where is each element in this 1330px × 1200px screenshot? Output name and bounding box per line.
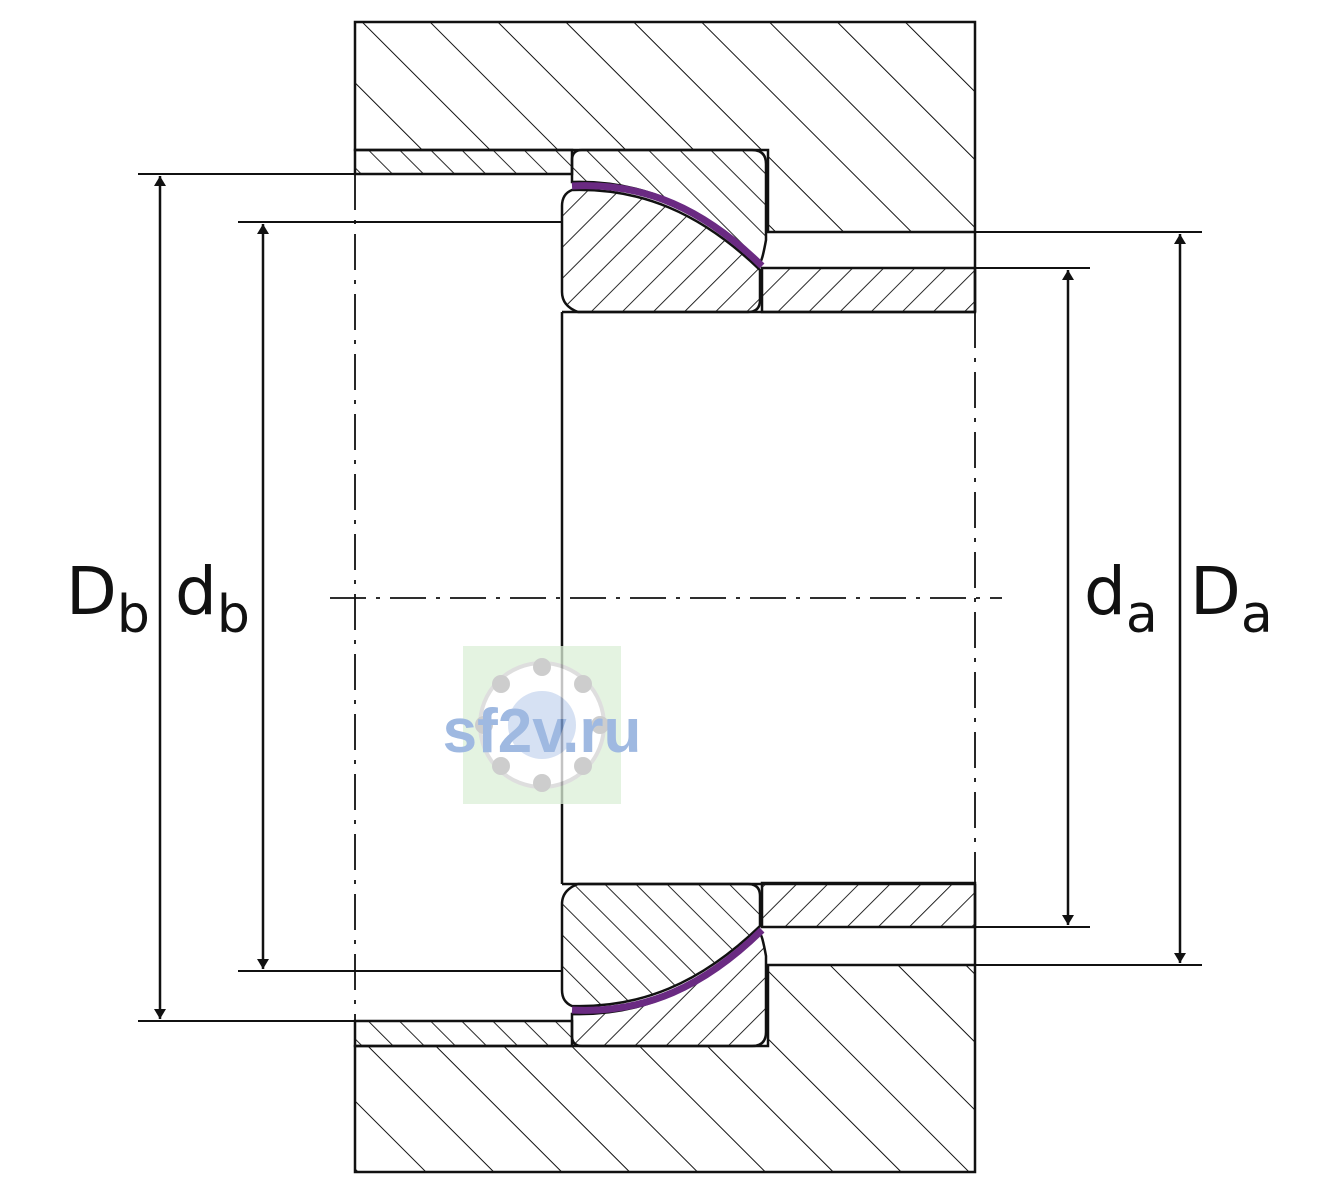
watermark: sf2v.ru (443, 646, 642, 804)
shaft-spacer-bottom (760, 881, 977, 929)
extension-lines (138, 173, 1202, 1022)
sliding-layer-bottom (571, 927, 765, 1014)
label-Da: Da (1190, 553, 1273, 645)
bearing-logo-icon (475, 658, 609, 792)
center-lines (330, 174, 1002, 1021)
label-db: db (175, 553, 250, 645)
housing-spacer-top (353, 148, 574, 176)
shaft-spacer-top (760, 266, 977, 314)
housing-spacer-bottom (353, 1019, 574, 1048)
watermark-text: sf2v.ru (443, 697, 642, 766)
label-da: da (1084, 553, 1158, 645)
sliding-layer-top (571, 182, 765, 269)
label-Db: Db (66, 553, 150, 645)
